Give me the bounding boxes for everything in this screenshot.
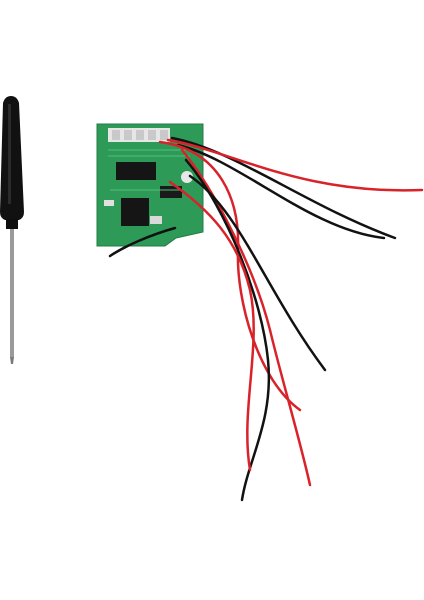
component [104, 200, 114, 206]
component [160, 186, 182, 198]
black-wire [176, 143, 386, 240]
trace [108, 149, 190, 191]
screwdriver-shaft [10, 229, 14, 357]
wires [108, 136, 424, 502]
black-wire [184, 158, 271, 502]
black-wire [170, 136, 397, 240]
red-wire [166, 138, 424, 192]
component [181, 171, 193, 183]
component [150, 216, 162, 224]
connector-pin [148, 130, 156, 140]
circuit-board [96, 123, 204, 247]
screwdriver-tip [10, 357, 14, 364]
chip [116, 162, 156, 180]
screwdriver-handle [0, 96, 24, 220]
black-wire [188, 174, 327, 372]
black-wire [108, 226, 177, 258]
screwdriver-grip-ridge [8, 104, 11, 204]
chip [121, 198, 149, 226]
connector-pin [136, 130, 144, 140]
screwdriver [0, 96, 24, 364]
connector-pin [160, 130, 168, 140]
connector-pin [124, 130, 132, 140]
screwdriver-ferrule [6, 219, 18, 229]
connector-pin [112, 130, 120, 140]
red-wire [168, 180, 255, 472]
